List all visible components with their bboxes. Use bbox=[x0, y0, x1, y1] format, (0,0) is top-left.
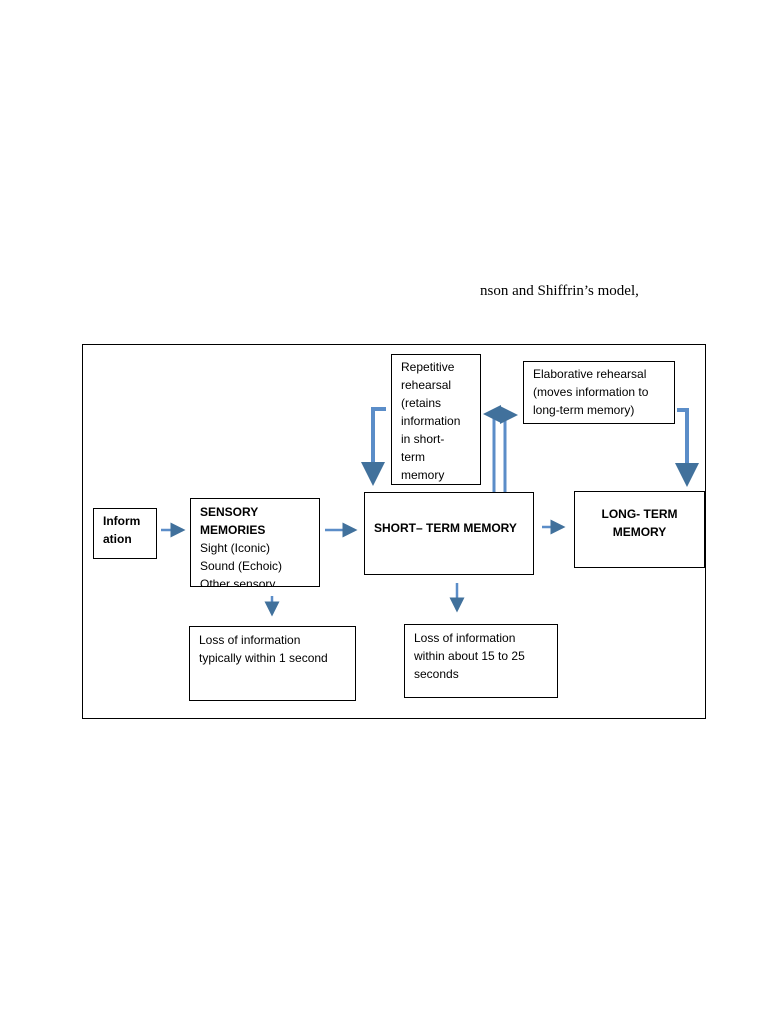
sensory-title-1: SENSORY bbox=[200, 505, 259, 519]
diagram-frame bbox=[82, 344, 706, 719]
loss-sensory-box: Loss of information typically within 1 s… bbox=[189, 626, 356, 701]
sensory-line-sound: Sound (Echoic) bbox=[200, 559, 283, 573]
short-term-memory-box: SHORT– TERM MEMORY bbox=[364, 492, 534, 575]
repetitive-line-2: rehearsal bbox=[401, 378, 452, 392]
repetitive-line-5: in short- bbox=[401, 432, 445, 446]
caption-text: nson and Shiffrin’s model, bbox=[480, 283, 639, 299]
long-term-line-1: LONG- TERM bbox=[601, 507, 678, 521]
information-line-2: ation bbox=[103, 532, 132, 546]
sensory-memories-box: SENSORY MEMORIES Sight (Iconic) Sound (E… bbox=[190, 498, 320, 587]
repetitive-line-7: memory bbox=[401, 468, 445, 482]
repetitive-line-6: term bbox=[401, 450, 425, 464]
sensory-title-2: MEMORIES bbox=[200, 523, 266, 537]
loss-sensory-line-2: typically within 1 second bbox=[199, 651, 328, 665]
repetitive-line-4: information bbox=[401, 414, 461, 428]
repetitive-line-3: (retains bbox=[401, 396, 442, 410]
repetitive-rehearsal-box: Repetitive rehearsal (retains informatio… bbox=[391, 354, 481, 485]
information-box: Inform ation bbox=[93, 508, 157, 559]
long-term-memory-box: LONG- TERM MEMORY bbox=[574, 491, 705, 568]
elaborative-line-2: (moves information to bbox=[533, 385, 649, 399]
loss-short-term-box: Loss of information within about 15 to 2… bbox=[404, 624, 558, 698]
long-term-line-2: MEMORY bbox=[612, 525, 667, 539]
short-term-title: SHORT– TERM MEMORY bbox=[374, 521, 517, 535]
elaborative-line-3: long-term memory) bbox=[533, 403, 635, 417]
loss-sensory-line-1: Loss of information bbox=[199, 633, 301, 647]
elaborative-rehearsal-box: Elaborative rehearsal (moves information… bbox=[523, 361, 675, 424]
repetitive-line-1: Repetitive bbox=[401, 360, 455, 374]
sensory-line-other: Other sensory bbox=[200, 577, 276, 587]
loss-short-line-3: seconds bbox=[414, 667, 459, 681]
loss-short-line-1: Loss of information bbox=[414, 631, 516, 645]
information-line-1: Inform bbox=[103, 514, 141, 528]
elaborative-line-1: Elaborative rehearsal bbox=[533, 367, 647, 381]
sensory-line-sight: Sight (Iconic) bbox=[200, 541, 271, 555]
loss-short-line-2: within about 15 to 25 bbox=[414, 649, 525, 663]
